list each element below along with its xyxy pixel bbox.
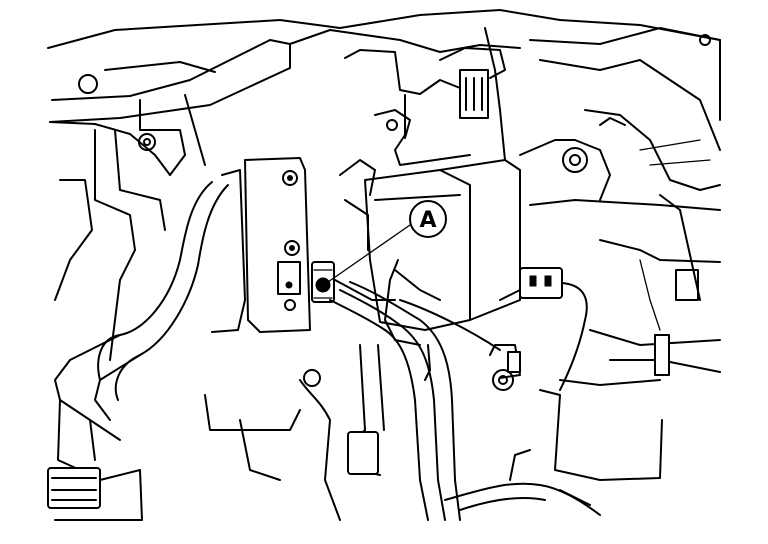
callout-a-circle (409, 200, 447, 238)
center-cable-bundle (329, 269, 501, 521)
left-wire-harness (54, 181, 229, 471)
callout-a-label: A (419, 208, 436, 233)
callout-a: A (327, 200, 447, 283)
upper-cross-member (47, 9, 721, 176)
left-bracket (54, 94, 206, 361)
lower-left-corner (47, 467, 143, 521)
lower-right-cables (444, 369, 601, 516)
mounting-plate (211, 157, 311, 333)
right-upper-assembly (519, 27, 721, 201)
callout-a-leader-line (327, 224, 411, 283)
upper-center-components (344, 27, 506, 166)
right-connector (489, 267, 588, 391)
right-lower-structure (529, 194, 721, 481)
central-column-assembly (339, 159, 521, 346)
connector-a (311, 261, 335, 303)
lower-left-rods (204, 344, 385, 521)
